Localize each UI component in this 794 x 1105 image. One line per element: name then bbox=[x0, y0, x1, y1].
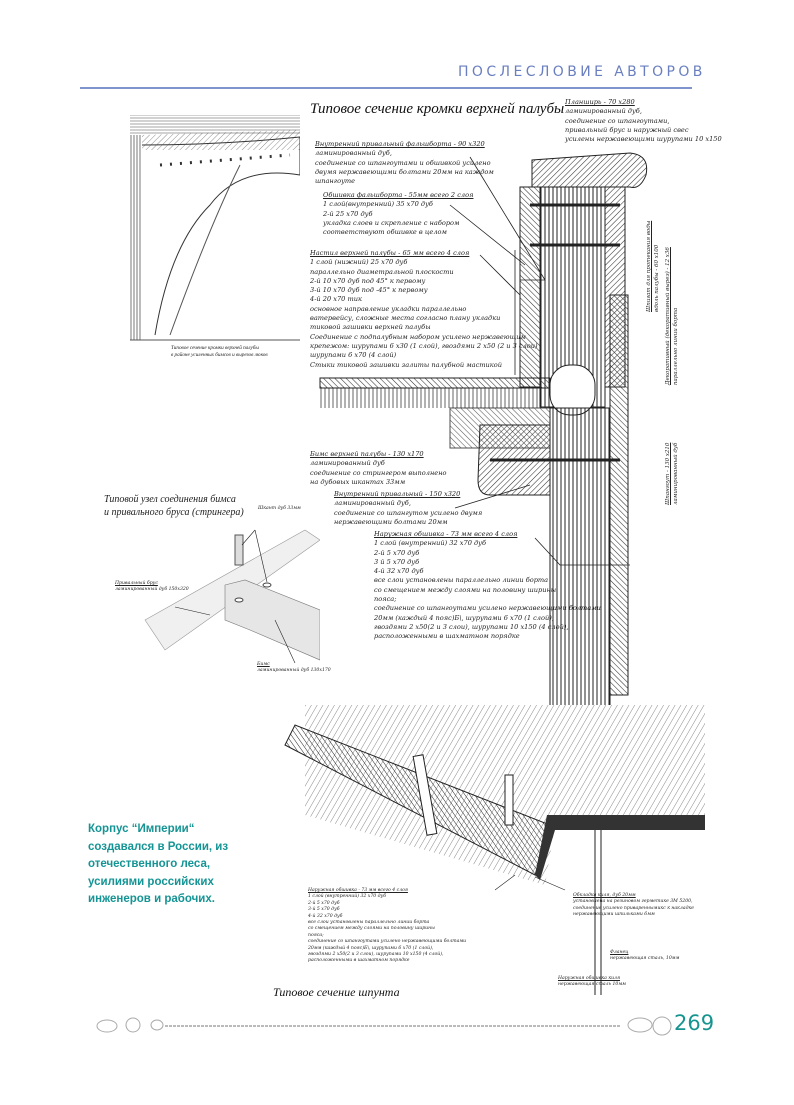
section-header: ПОСЛЕСЛОВИЕ АВТОРОВ bbox=[458, 64, 706, 80]
beam-stringer-joint-drawing bbox=[144, 529, 320, 664]
label-deck-planking: Настил верхней палубы - 65 мм всего 4 сл… bbox=[310, 249, 538, 369]
rope-divider-ornament bbox=[96, 1016, 672, 1036]
page-number: 269 bbox=[674, 1011, 715, 1035]
label-pin: Шкант дуб 33мм bbox=[258, 506, 301, 511]
rabbet-section-drawing bbox=[284, 705, 705, 995]
label-inner-bulwark: Внутренний привальный фальшборта - 90 х3… bbox=[315, 140, 494, 186]
label-decor-groove: Декоративный (декоративный вырез) - 12 х… bbox=[665, 247, 679, 385]
top-left-deck-section-drawing bbox=[130, 115, 300, 341]
side-note: Корпус “Империи“ создавался в России, из… bbox=[88, 823, 229, 905]
upper-deck-edge-section-drawing bbox=[319, 152, 648, 705]
main-drawing-title: Типовое сечение кромки верхней палубы bbox=[310, 101, 565, 117]
rabbet-section-title: Типовое сечение шпунта bbox=[273, 985, 400, 999]
top-left-drawing-caption: Типовое сечение кромки верхней палубы в … bbox=[171, 345, 268, 358]
header-divider bbox=[80, 87, 692, 89]
joint-drawing-title: Типовой узел соединения бимса и привальн… bbox=[104, 494, 244, 518]
